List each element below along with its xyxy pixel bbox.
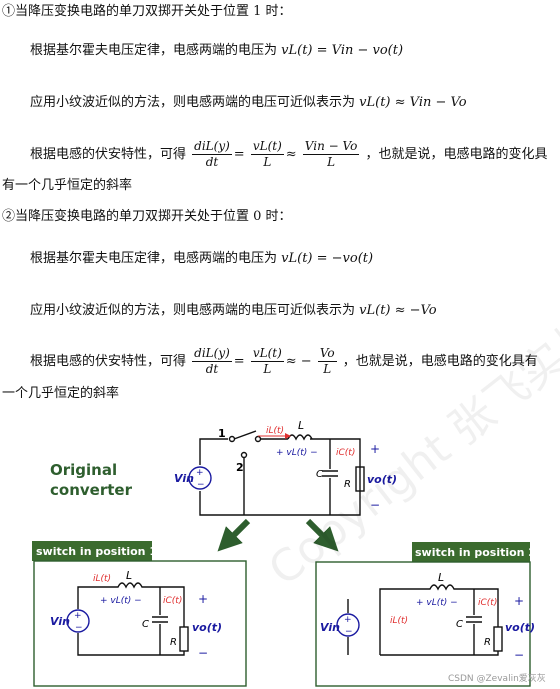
p2-ic-label: iC(t)	[478, 598, 497, 608]
p2-inductor-label: L	[438, 571, 444, 584]
orig-minus: −	[370, 498, 380, 512]
p1-vin-label: Vin	[50, 615, 70, 628]
svg-text:+: +	[196, 468, 204, 478]
section2-para1-text: 根据基尔霍夫电压定律，电感两端的电压为	[30, 251, 278, 266]
p2-il-label: iL(t)	[390, 616, 408, 626]
vin-source-icon	[188, 466, 212, 490]
section2-eq2: vL(t) ≈ −Vo	[359, 303, 437, 318]
section2-para2-text: 应用小纹波近似的方法，则电感两端的电压可近似表示为	[30, 303, 356, 318]
p2-vo-label: vo(t)	[505, 621, 535, 634]
orig-r-label: R	[344, 479, 351, 490]
switch2-title: switch in position 2	[415, 546, 536, 559]
section2-para2: 应用小纹波近似的方法，则电感两端的电压可近似表示为 vL(t) ≈ −Vo	[30, 302, 560, 320]
p2-c-label: C	[456, 619, 463, 630]
section1-frac-diL: diL(y)dt	[192, 139, 232, 169]
p1-vo-label: vo(t)	[192, 621, 222, 634]
orig-il-label: iL(t)	[266, 426, 284, 436]
switch1-title: switch in position 1	[36, 545, 157, 558]
p2-minus: −	[514, 648, 524, 662]
p2-vl-label: + vL(t) −	[416, 598, 458, 608]
p1-minus: −	[198, 646, 208, 660]
section2-eq1: vL(t) = −vo(t)	[281, 251, 374, 266]
p1-inductor-label: L	[126, 569, 132, 582]
section2-para3-tail: ，也就是说，电感电路的变化具有	[342, 354, 538, 369]
section1-para2-text: 应用小纹波近似的方法，则电感两端的电压可近似表示为	[30, 95, 356, 110]
arrow-right-icon	[305, 518, 339, 552]
p2-vin-source-icon	[336, 613, 360, 637]
orig-vin-label: Vin	[174, 472, 194, 485]
section1-para3-tail: ，也就是说，电感电路的变化具	[365, 147, 548, 162]
svg-text:+: +	[74, 611, 82, 621]
circuit-figure: Original converter + − Vin 1 2 L iL(t) +…	[32, 419, 546, 687]
orig-switch-pos2: 2	[236, 461, 244, 474]
orig-vl-label: + vL(t) −	[276, 448, 318, 458]
section1-para3-line2: 有一个几乎恒定的斜率	[2, 178, 133, 193]
p1-vl-label: + vL(t) −	[100, 596, 142, 606]
p1-r-label: R	[170, 637, 177, 648]
p2-plus: +	[514, 594, 524, 608]
section2-frac-vL: vL(t)L	[250, 346, 284, 376]
section1-eq1: vL(t) = Vin − vo(t)	[281, 43, 404, 58]
panel-switch-position-2: switch in position 2 + − Vin iL(t) L + v…	[315, 542, 536, 687]
section2-frac-diL: diL(y)dt	[192, 346, 232, 376]
orig-inductor-label: L	[298, 419, 304, 432]
p1-vin-source-icon	[66, 609, 90, 633]
p1-plus: +	[198, 592, 208, 606]
original-label-2: converter	[50, 481, 133, 499]
section1-para3-text: 根据电感的伏安特性，可得	[30, 147, 187, 162]
section2-para3-line2: 一个几乎恒定的斜率	[2, 386, 120, 401]
section2-para3-text: 根据电感的伏安特性，可得	[30, 354, 187, 369]
svg-text:+: +	[344, 615, 352, 625]
p1-c-label: C	[142, 619, 149, 630]
section2-para1: 根据基尔霍夫电压定律，电感两端的电压为 vL(t) = −vo(t)	[30, 250, 560, 268]
orig-vo-label: vo(t)	[367, 473, 397, 486]
p1-il-label: iL(t)	[93, 574, 111, 584]
orig-c-label: C	[316, 469, 323, 480]
csdn-footer: CSDN @Zevalin爱灰灰	[448, 672, 546, 684]
section1-para1-text: 根据基尔霍夫电压定律，电感两端的电压为	[30, 43, 278, 58]
svg-text:−: −	[345, 627, 353, 637]
section1-eq2: vL(t) ≈ Vin − Vo	[359, 95, 467, 110]
p1-ic-label: iC(t)	[163, 596, 182, 606]
p2-r-label: R	[484, 637, 491, 648]
section1-heading: ①当降压变换电路的单刀双掷开关处于位置 1 时：	[2, 4, 292, 19]
p2-vin-label: Vin	[320, 621, 340, 634]
original-label-1: Original	[50, 461, 117, 479]
arrow-left-icon	[217, 518, 251, 552]
orig-switch-pos1: 1	[218, 427, 226, 440]
section2-heading: ②当降压变换电路的单刀双掷开关处于位置 0 时：	[2, 209, 292, 224]
orig-ic-label: iC(t)	[336, 448, 355, 458]
panel-switch-position-1: switch in position 1 + − Vin iL(t) L + v…	[32, 541, 247, 687]
section1-para2: 应用小纹波近似的方法，则电感两端的电压可近似表示为 vL(t) ≈ Vin − …	[30, 94, 560, 112]
svg-text:−: −	[75, 623, 83, 633]
svg-text:−: −	[197, 480, 205, 490]
section1-frac-vL: vL(t)L	[250, 139, 284, 169]
section1-para1: 根据基尔霍夫电压定律，电感两端的电压为 vL(t) = Vin − vo(t)	[30, 42, 560, 60]
original-circuit	[199, 430, 365, 516]
orig-plus: +	[370, 442, 380, 456]
